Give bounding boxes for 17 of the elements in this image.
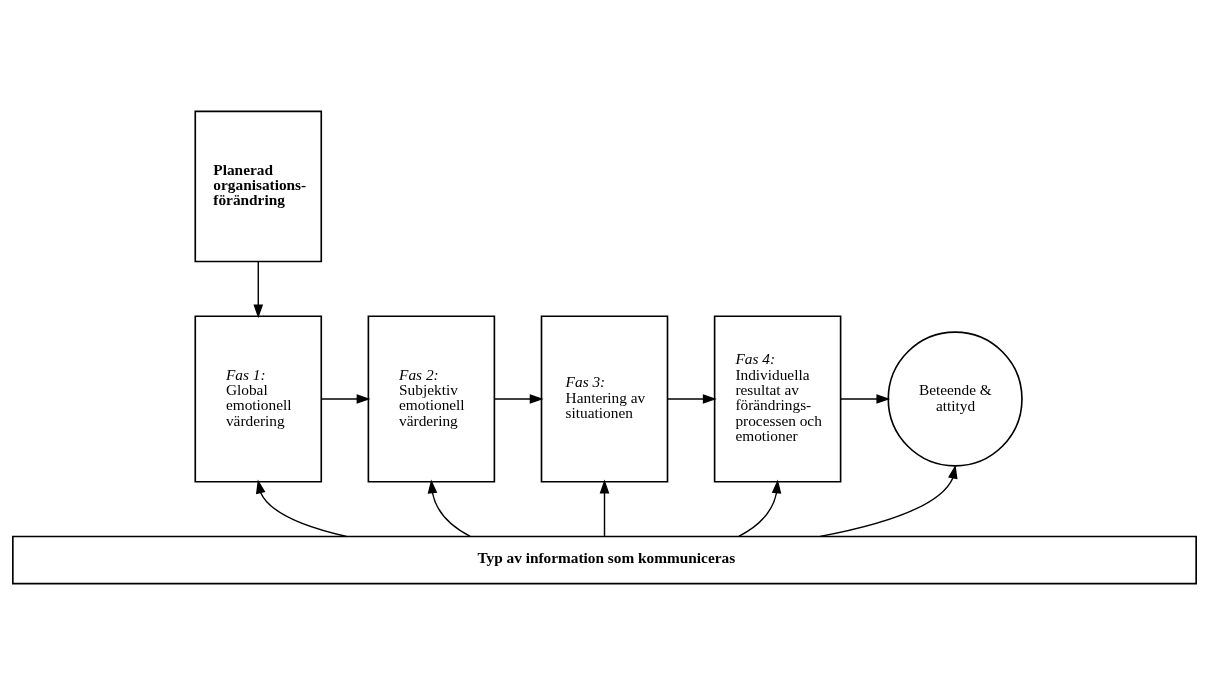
arrow bbox=[493, 394, 544, 404]
node-box: Planerad organisations-förändring bbox=[194, 110, 323, 263]
node-box: Typ av information som kommuniceras bbox=[12, 535, 1197, 585]
arrow bbox=[819, 464, 958, 538]
arrow bbox=[599, 479, 610, 538]
arrow bbox=[667, 394, 717, 404]
arrow bbox=[320, 394, 371, 404]
arrow bbox=[253, 261, 264, 319]
node-box: Fas 4: Individuella resultat av förändrings-processen och emotioner bbox=[713, 315, 842, 483]
arrow bbox=[255, 479, 348, 538]
node-box: Fas 3: Hantering av situationen bbox=[540, 315, 669, 483]
node-box: Fas 1: Global emotionell värdering bbox=[194, 315, 323, 483]
node-circle: Beteende & attityd bbox=[887, 331, 1023, 467]
arrow bbox=[738, 479, 782, 538]
node-box: Fas 2: Subjektiv emotionell värdering bbox=[367, 315, 496, 483]
arrow bbox=[427, 479, 471, 538]
arrow bbox=[840, 394, 891, 404]
